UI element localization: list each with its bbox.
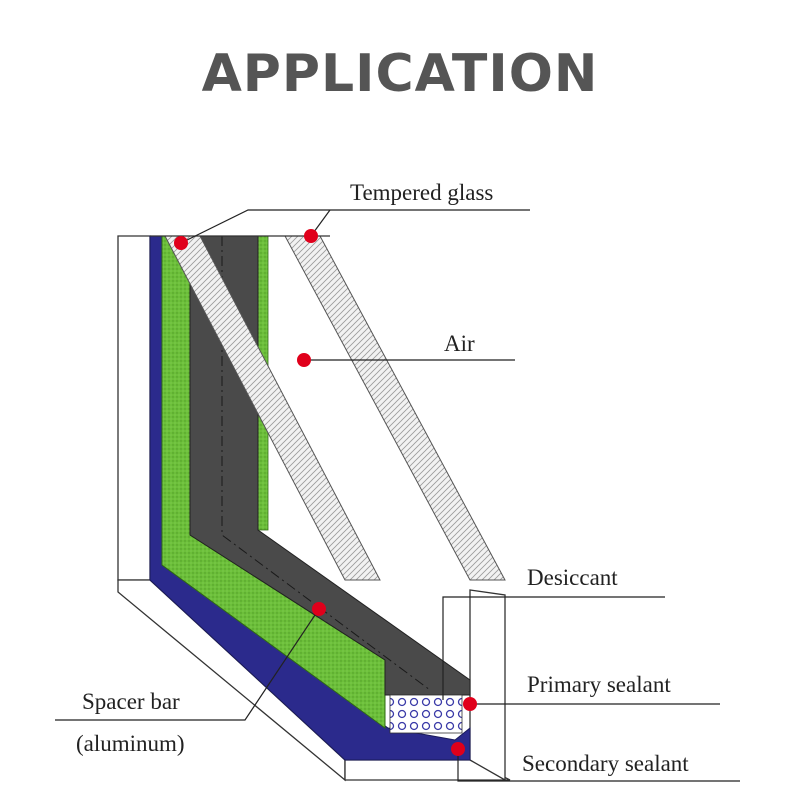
page-title: APPLICATION [201,44,599,104]
label-tempered-glass: Tempered glass [350,180,493,205]
label-air: Air [444,331,475,356]
marker-tempered-glass-inner [174,236,188,250]
marker-tempered-glass-outer [304,229,318,243]
label-desiccant: Desiccant [527,565,618,590]
label-spacer-bar: Spacer bar [82,689,180,714]
label-primary-sealant: Primary sealant [527,672,671,697]
label-spacer-bar-aluminum: (aluminum) [76,731,185,756]
marker-dots [174,229,477,756]
marker-air [297,353,311,367]
marker-spacer-bar [312,602,326,616]
desiccant-fill [389,694,463,734]
label-secondary-sealant: Secondary sealant [522,751,689,776]
marker-primary-sealant [463,697,477,711]
marker-secondary-sealant [451,742,465,756]
leader-lines [55,209,740,782]
